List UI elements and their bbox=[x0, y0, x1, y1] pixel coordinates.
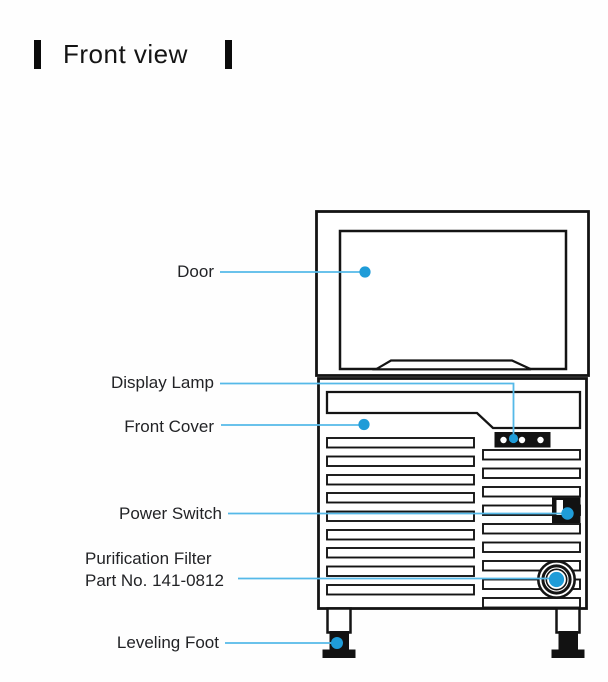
vent-slat bbox=[482, 486, 581, 498]
foot-flange bbox=[322, 649, 356, 658]
vent-slat bbox=[326, 510, 475, 522]
label-power-switch: Power Switch bbox=[119, 504, 222, 523]
vent-slat bbox=[482, 523, 581, 535]
vent-slat bbox=[482, 449, 581, 461]
vent-slat bbox=[326, 455, 475, 467]
label-front-cover: Front Cover bbox=[124, 417, 214, 436]
title-right-bar-icon bbox=[225, 40, 232, 69]
marker-power-switch bbox=[561, 507, 574, 520]
right-vent-slats bbox=[482, 449, 581, 609]
front-cover-panel bbox=[325, 390, 582, 430]
foot-body bbox=[558, 631, 578, 652]
leader-display-lamp bbox=[220, 382, 515, 436]
leveling-foot-left bbox=[322, 607, 356, 658]
vent-slat bbox=[326, 437, 475, 449]
foot-post bbox=[555, 607, 581, 634]
foot-post bbox=[326, 607, 352, 634]
vent-slat bbox=[482, 597, 581, 609]
vent-slat bbox=[326, 584, 475, 596]
display-lamp-indicator bbox=[494, 432, 551, 448]
leveling-foot-right bbox=[551, 607, 585, 658]
vent-slat bbox=[326, 474, 475, 486]
vent-slat bbox=[482, 560, 581, 572]
marker-door bbox=[359, 266, 371, 278]
leader-lines bbox=[220, 271, 564, 644]
marker-display-lamp bbox=[508, 433, 519, 444]
vent-slat bbox=[326, 547, 475, 559]
lamp-dot bbox=[500, 436, 507, 444]
vent-slat bbox=[482, 467, 581, 479]
vent-slat bbox=[326, 565, 475, 577]
label-display-lamp: Display Lamp bbox=[111, 373, 214, 392]
label-door: Door bbox=[177, 262, 214, 281]
marker-purification-filter bbox=[548, 571, 565, 588]
marker-front-cover bbox=[358, 418, 370, 431]
label-leveling-foot: Leveling Foot bbox=[116, 633, 219, 652]
lamp-dot bbox=[537, 436, 544, 444]
label-purification-filter: Purification Filter Part No. 141-0812 bbox=[85, 548, 224, 592]
section-title: Front view bbox=[63, 39, 188, 69]
power-switch-rocker bbox=[556, 500, 563, 515]
vent-slat bbox=[326, 529, 475, 541]
label-purification-filter-line2: Part No. 141-0812 bbox=[85, 571, 224, 590]
label-purification-filter-line1: Purification Filter bbox=[85, 549, 212, 568]
marker-leveling-foot bbox=[331, 637, 343, 649]
lamp-dot bbox=[518, 436, 526, 444]
vent-slat bbox=[326, 492, 475, 504]
vent-slat bbox=[482, 578, 581, 590]
title-left-bar-icon bbox=[34, 40, 41, 69]
marker-dots bbox=[331, 266, 574, 649]
vent-slat bbox=[482, 541, 581, 553]
door-handle-recess bbox=[371, 359, 532, 371]
foot-flange bbox=[551, 649, 585, 658]
left-vent-slats bbox=[326, 437, 475, 596]
door-outline bbox=[338, 229, 568, 371]
